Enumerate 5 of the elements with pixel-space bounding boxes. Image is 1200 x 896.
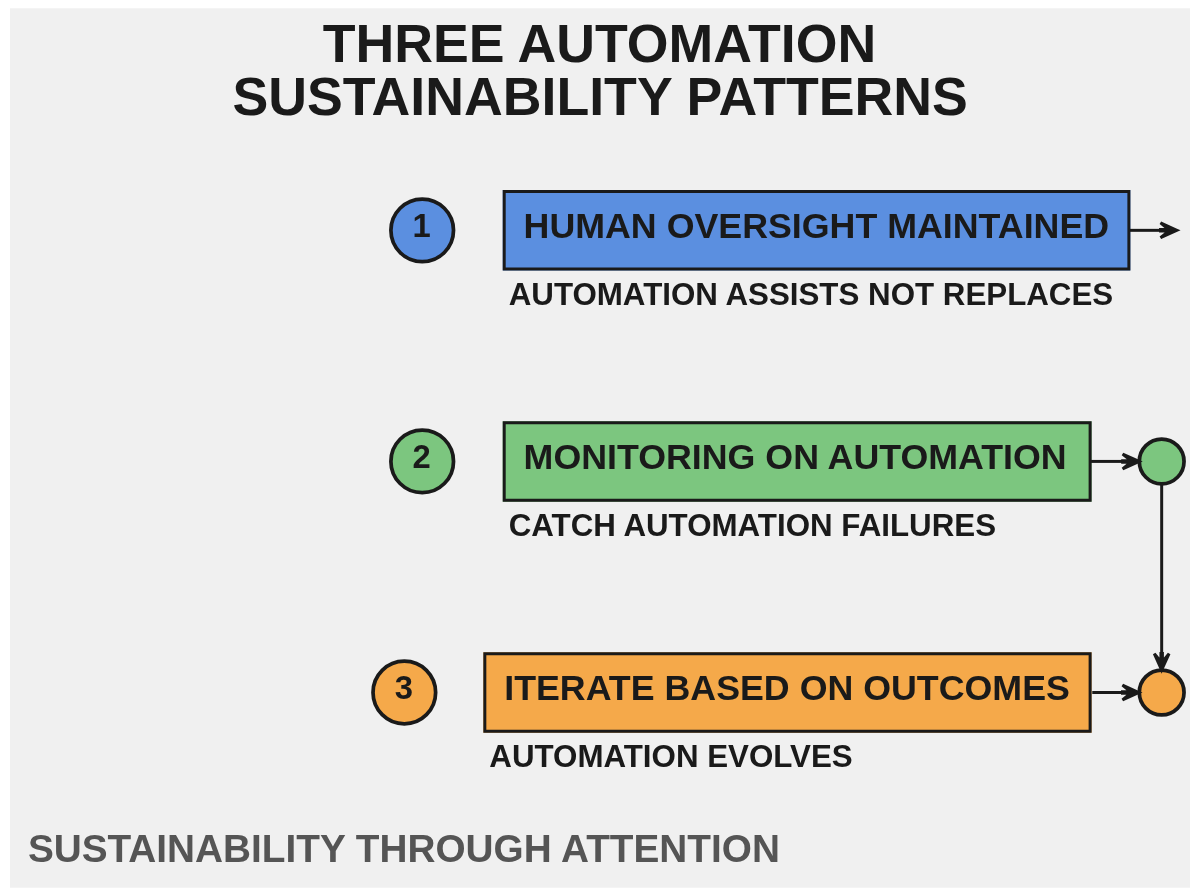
diagram-title: THREE AUTOMATION SUSTAINABILITY PATTERNS — [232, 12, 968, 127]
node-label: AUTOMATION EVOLVES — [489, 739, 853, 775]
caption: SUSTAINABILITY THROUGH ATTENTION — [27, 827, 780, 871]
node-label: CATCH AUTOMATION FAILURES — [508, 508, 997, 544]
node-label: AUTOMATION ASSISTS NOT REPLACES — [508, 277, 1114, 313]
